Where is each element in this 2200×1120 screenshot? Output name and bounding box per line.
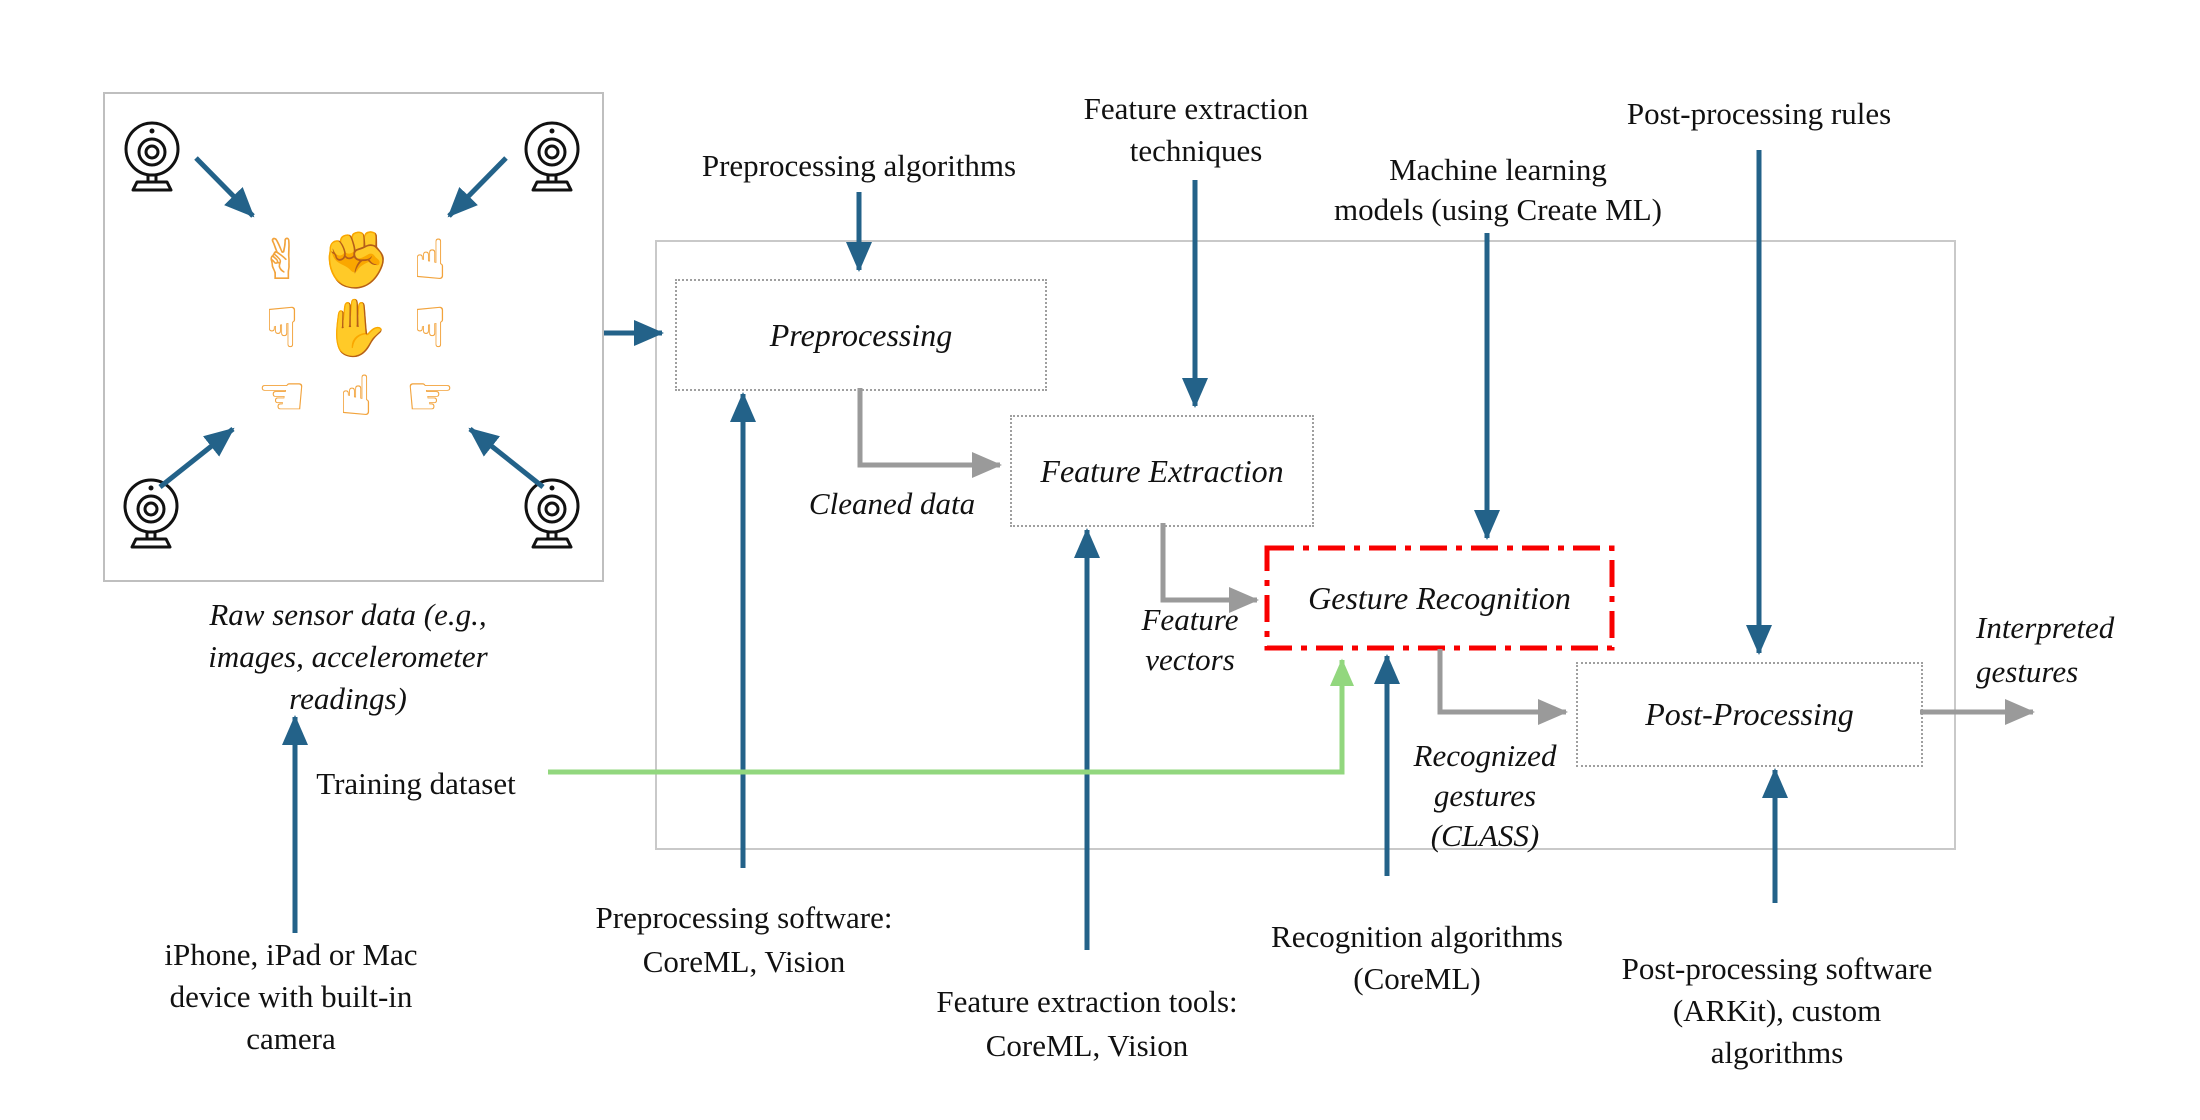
raw-input-panel: [103, 92, 604, 582]
feature-extraction-tools-label: Feature extraction tools: CoreML, Vision: [936, 984, 1238, 1063]
post-processing-box: Post-Processing: [1576, 662, 1923, 767]
webcam-icon: [123, 478, 179, 549]
post-processing-label: Post-Processing: [1645, 696, 1854, 732]
pipeline-frame: [655, 240, 1956, 850]
cleaned-data-label: Cleaned data: [808, 486, 976, 521]
preprocessing-box: Preprocessing: [675, 279, 1047, 391]
pointing-up-hand-icon: ☝: [338, 363, 374, 429]
victory-hand-icon: ✌: [258, 227, 306, 293]
post-processing-rules-label: Post-processing rules: [1626, 96, 1892, 131]
post-processing-software-label: Post-processing software (ARKit), custom…: [1621, 951, 1933, 1070]
device-label: iPhone, iPad or Mac device with built-in…: [164, 937, 418, 1056]
preprocessing-algorithms-label: Preprocessing algorithms: [701, 148, 1017, 183]
ok-hand-icon: ✊: [321, 228, 391, 293]
feature-extraction-box: Feature Extraction: [1010, 415, 1314, 527]
gesture-recognition-box: Gesture Recognition: [1267, 548, 1612, 648]
recognition-algorithms-label: Recognition algorithms (CoreML): [1271, 919, 1563, 996]
webcam-icon: [524, 121, 580, 192]
thumbs-down-hand-icon: ☟: [264, 295, 300, 361]
pointing-right-hand-icon: ☞: [404, 363, 456, 429]
machine-learning-models-label: Machine learning models (using Create ML…: [1333, 152, 1662, 227]
pointing-down-hand-icon: ☟: [412, 295, 448, 361]
recognized-gestures-label: Recognized gestures (CLASS): [1413, 738, 1557, 853]
training-dataset-label: Training dataset: [316, 766, 516, 801]
webcam-icon: [124, 121, 180, 192]
raw-sensor-data-caption: Raw sensor data (e.g., images, accelerom…: [208, 597, 488, 716]
gesture-recognition-label: Gesture Recognition: [1308, 579, 1571, 616]
feature-vectors-label: Feature vectors: [1141, 602, 1239, 677]
preprocessing-label: Preprocessing: [769, 316, 953, 353]
preprocessing-software-label: Preprocessing software: CoreML, Vision: [595, 900, 893, 979]
raised-hand-icon: ✋: [321, 296, 391, 361]
feature-extraction-label: Feature Extraction: [1040, 452, 1284, 489]
thumbs-up-hand-icon: ☝: [412, 227, 448, 293]
feature-extraction-techniques-label: Feature extraction techniques: [1083, 91, 1309, 168]
webcam-icon: [524, 478, 580, 549]
pointing-left-hand-icon: ☜: [256, 363, 308, 429]
interpreted-gestures-label: Interpreted gestures: [1976, 610, 2115, 689]
